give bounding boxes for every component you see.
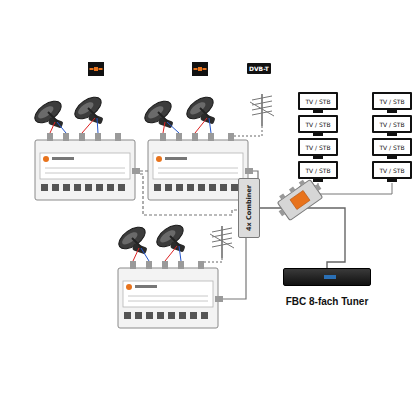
multiswitch	[118, 261, 223, 328]
multiswitch	[35, 133, 140, 200]
terrestrial-antenna	[210, 226, 234, 258]
coax-cable	[260, 208, 345, 268]
receiver-device	[283, 268, 371, 286]
tv-monitor: TV / STB	[298, 92, 338, 110]
tv-monitor: TV / STB	[298, 161, 338, 179]
node-label: TV / STB	[305, 144, 330, 151]
node-label: TV / STB	[379, 98, 404, 105]
tv-monitor: TV / STB	[372, 92, 412, 110]
node-label: TV / STB	[379, 167, 404, 174]
tv-monitor: TV / STB	[298, 115, 338, 133]
satellite-icon	[88, 62, 104, 76]
node-label: 4x Combiner	[245, 185, 253, 231]
tv-monitor: TV / STB	[372, 115, 412, 133]
node-label: TV / STB	[379, 121, 404, 128]
terrestrial-antenna	[250, 94, 274, 126]
lnb-dish	[115, 223, 149, 255]
node-label: TV / STB	[305, 121, 330, 128]
node-label: TV / STB	[305, 98, 330, 105]
combiner-box: 4x Combiner	[238, 178, 260, 238]
lnb-dish	[153, 221, 187, 253]
lnb-dish	[141, 97, 175, 129]
node-label: TV / STB	[305, 167, 330, 174]
node-label: TV / STB	[379, 144, 404, 151]
receiver-box: FBC 8-fach Tuner	[272, 268, 382, 307]
trunk-cables	[140, 171, 260, 299]
dvb-t-icon: DVB-T	[247, 63, 271, 74]
tv-monitor: TV / STB	[298, 138, 338, 156]
device-caption: FBC 8-fach Tuner	[286, 296, 369, 307]
lnb-dish	[71, 93, 105, 125]
tv-monitor: TV / STB	[372, 161, 412, 179]
tv-monitor: TV / STB	[372, 138, 412, 156]
lnb-dish	[183, 93, 217, 125]
lnb-dish	[31, 97, 65, 129]
satellite-icon	[192, 62, 208, 76]
